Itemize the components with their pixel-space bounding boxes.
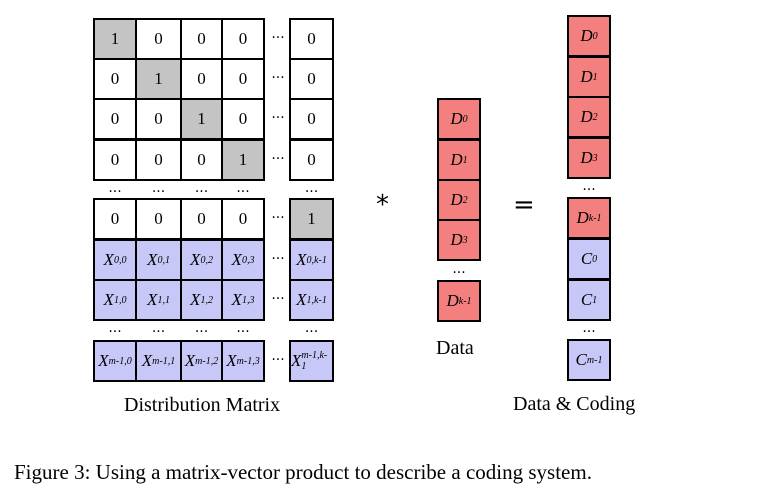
- matrix-ellipsis-h: ···: [271, 30, 285, 46]
- equals-operator: =: [513, 190, 535, 220]
- matrix-cell: 1: [180, 98, 223, 140]
- matrix-ellipsis-v: ...: [194, 180, 209, 196]
- matrix-cell: 0: [180, 58, 223, 100]
- result-ellipsis: ...: [582, 178, 596, 194]
- matrix-cell: 0: [93, 58, 137, 100]
- matrix-ellipsis-h: ···: [271, 70, 285, 86]
- matrix-cell: 1: [135, 58, 182, 100]
- figure-caption: Figure 3: Using a matrix-vector product …: [14, 460, 592, 484]
- matrix-cell: 0: [180, 18, 223, 60]
- matrix-cell: 0: [135, 98, 182, 140]
- matrix-ellipsis-v: ...: [304, 180, 319, 196]
- matrix-ellipsis-h: ···: [271, 151, 285, 167]
- matrix-cell: 0: [289, 139, 334, 181]
- matrix-cell: 0: [135, 139, 182, 181]
- matrix-cell: 0: [289, 18, 334, 60]
- matrix-ellipsis-v: ...: [236, 320, 250, 336]
- matrix-ellipsis-h: ···: [271, 110, 285, 126]
- matrix-ellipsis-v: ...: [151, 320, 166, 336]
- matrix-cell: 0: [221, 198, 265, 240]
- matrix-cell: 0: [289, 98, 334, 140]
- matrix-cell: 0: [135, 18, 182, 60]
- matrix-ellipsis-v: ...: [236, 180, 250, 196]
- matrix-cell: 0: [93, 98, 137, 140]
- matrix-cell: 0: [93, 198, 137, 240]
- matrix-ellipsis-h: ···: [271, 352, 285, 368]
- matrix-ellipsis-v: ...: [108, 180, 122, 196]
- matrix-ellipsis-v: ...: [304, 320, 319, 336]
- matrix-ellipsis-h: ···: [271, 251, 285, 267]
- matrix-cell: 0: [221, 58, 265, 100]
- result-label: Data & Coding: [513, 393, 636, 415]
- matrix-cell: 0: [289, 58, 334, 100]
- matrix-cell: 1: [221, 139, 265, 181]
- matrix-cell: 0: [221, 18, 265, 60]
- matrix-cell: 0: [180, 198, 223, 240]
- matrix-label: Distribution Matrix: [124, 394, 281, 416]
- matrix-ellipsis-v: ...: [151, 180, 166, 196]
- result-ellipsis: ...: [582, 320, 596, 336]
- matrix-ellipsis-v: ...: [108, 320, 122, 336]
- data-vector-ellipsis: ...: [452, 261, 466, 277]
- matrix-cell: 0: [221, 98, 265, 140]
- matrix-cell: 0: [93, 139, 137, 181]
- matrix-ellipsis-v: ...: [194, 320, 209, 336]
- matrix-ellipsis-h: ···: [271, 210, 285, 226]
- matrix-cell: 0: [180, 139, 223, 181]
- multiply-operator: *: [376, 190, 389, 220]
- matrix-ellipsis-h: ···: [271, 291, 285, 307]
- matrix-cell: 0: [135, 198, 182, 240]
- matrix-cell: 1: [289, 198, 334, 240]
- data-label: Data: [436, 337, 474, 359]
- matrix-cell: 1: [93, 18, 137, 60]
